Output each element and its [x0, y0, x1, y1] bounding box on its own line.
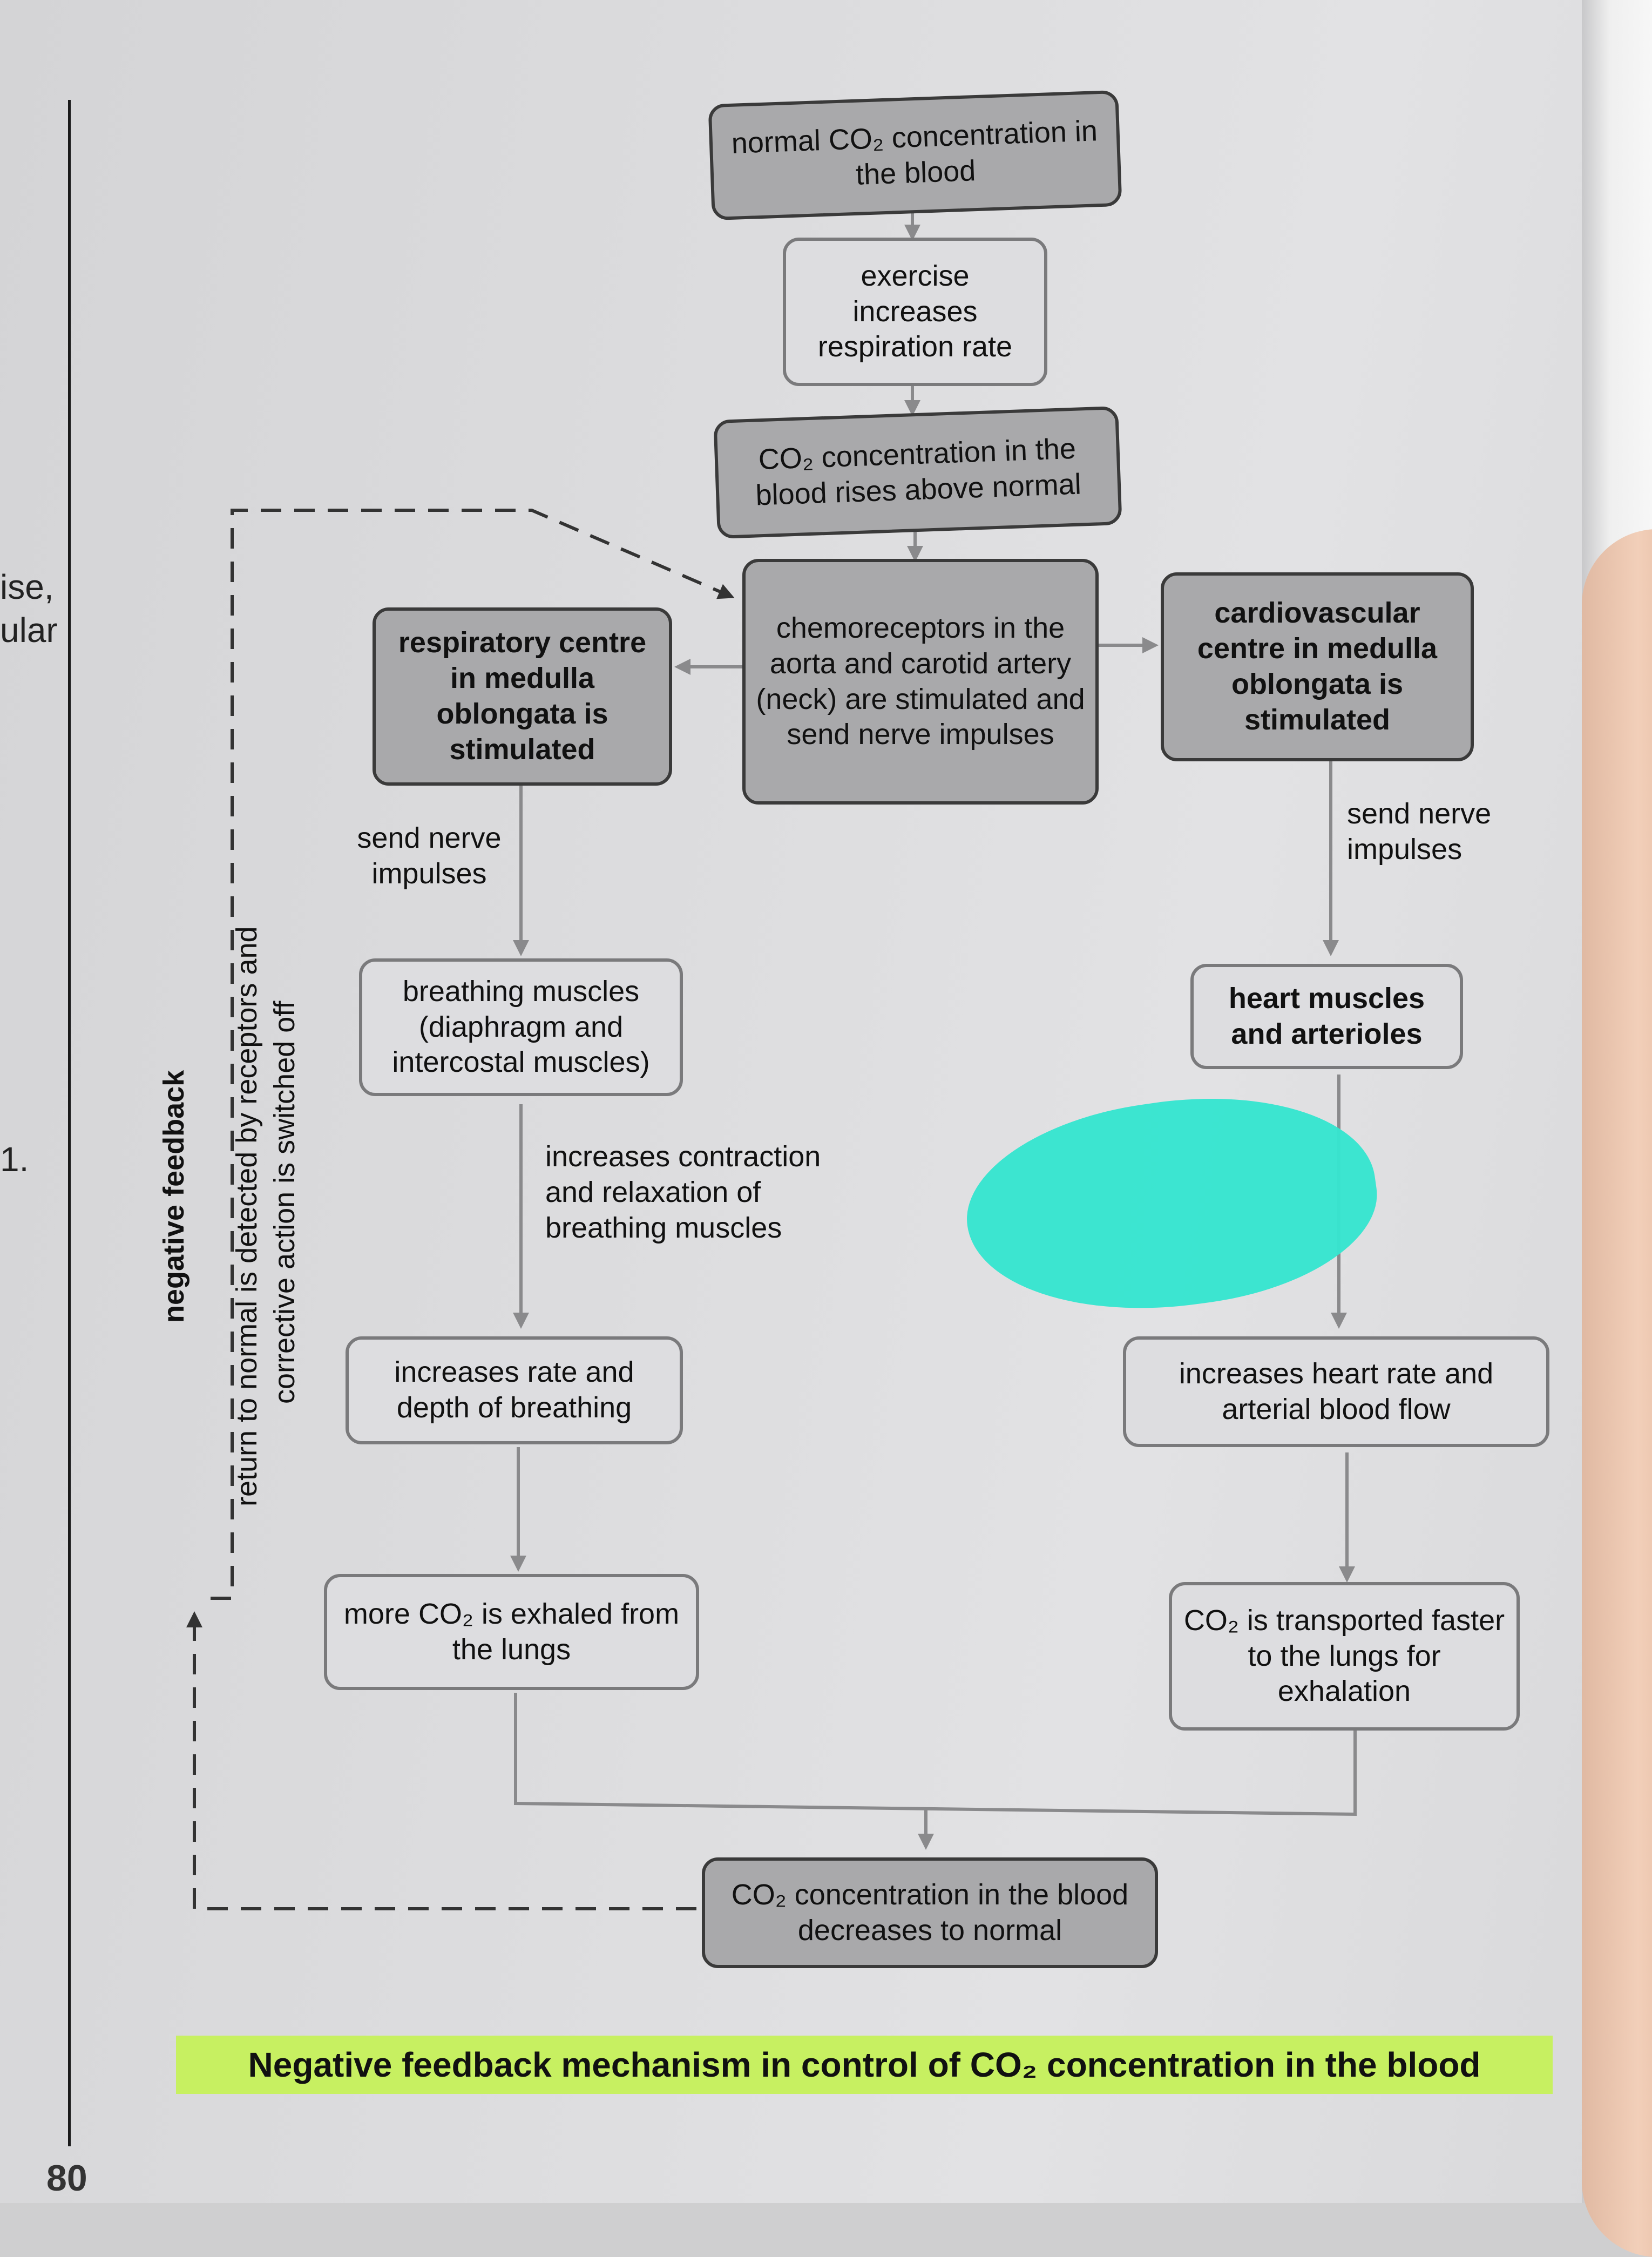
- label-send-nerve-left: send nerve impulses: [357, 822, 502, 890]
- feedback-dashed-up: [186, 1611, 696, 1910]
- box-co2-rises: CO₂ concentration in the blood rises abo…: [713, 406, 1122, 539]
- box-co2-transported: CO₂ is transported faster to the lungs f…: [1169, 1582, 1520, 1731]
- side-text-2: ular: [0, 611, 58, 650]
- box-more-co2: more CO₂ is exhaled from the lungs: [324, 1574, 699, 1690]
- label-negative-feedback: negative feedback: [158, 1070, 190, 1323]
- thumb: [1582, 529, 1652, 2257]
- label-send-nerve-right: send nerve impulses: [1347, 798, 1492, 866]
- merge-line: [514, 1693, 1357, 1816]
- box-rate-depth: increases rate and depth of breathing: [346, 1336, 683, 1444]
- figure-caption: Negative feedback mechanism in control o…: [176, 2036, 1553, 2094]
- page-number: 80: [46, 2158, 87, 2199]
- box-respiratory-centre: respiratory centre in medulla oblongata …: [373, 607, 672, 786]
- box-chemoreceptors: chemoreceptors in the aorta and carotid …: [742, 559, 1099, 805]
- feedback-dashed-top: [211, 509, 735, 1600]
- box-co2-decreases: CO₂ concentration in the blood decreases…: [702, 1857, 1158, 1968]
- box-heart-muscles: heart muscles and arterioles: [1190, 964, 1463, 1069]
- box-cardiovascular-centre: cardiovascular centre in medulla oblonga…: [1161, 572, 1474, 761]
- label-return-normal-1: return to normal is detected by receptor…: [231, 926, 263, 1506]
- label-return-normal-2: corrective action is switched off: [268, 1001, 301, 1404]
- box-heart-rate: increases heart rate and arterial blood …: [1123, 1336, 1549, 1447]
- side-text-1: ise,: [0, 567, 54, 606]
- margin-line: [68, 100, 71, 2146]
- box-normal-co2: normal CO₂ concentration in the blood: [708, 90, 1122, 221]
- box-exercise: exercise increases respiration rate: [783, 238, 1047, 386]
- box-breathing-muscles: breathing muscles (diaphragm and interco…: [359, 958, 683, 1096]
- label-increases-contraction: increases contraction and relaxation of …: [545, 1140, 821, 1244]
- side-text-3: 1.: [0, 1140, 29, 1179]
- connector-lines: [186, 213, 1357, 1910]
